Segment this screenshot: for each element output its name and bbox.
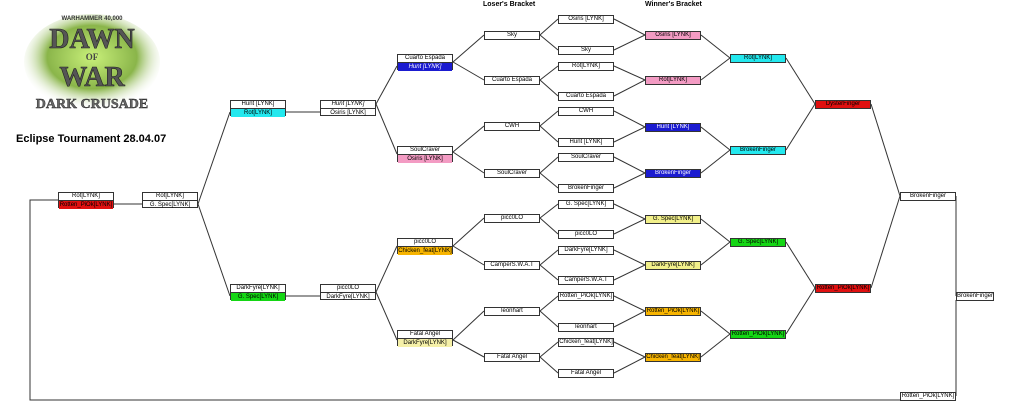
match-box: picc0LO DarkFyre[LYNK] [320,284,376,300]
player-slot: DarkFyre[LYNK] [231,285,285,293]
player-slot: Hunt [LYNK] [398,63,452,71]
player-slot: Hunt [LYNK] [231,101,285,109]
player-slot: Rot[LYNK] [143,193,197,201]
player-slot: picc0LO [321,285,375,293]
player-slot: Rotten_PiOk[LYNK] [59,201,113,209]
player-slot: SoulCraver [484,169,540,178]
svg-text:DAWN: DAWN [49,24,135,55]
player-slot: Osiris [LYNK] [645,31,701,40]
player-slot: G. Spec[LYNK] [231,293,285,301]
player-slot: Rotten_PiOk[LYNK] [558,292,614,301]
player-slot: Cuarto Espada [398,55,452,63]
player-slot: Cuarto Espada [484,76,540,85]
logo-graphic: WARHAMMER 40,000 DAWN OF WAR DARK CRUSAD… [24,14,160,112]
winners-bracket-header: Winner's Bracket [645,1,702,8]
player-slot: CamperS.W.A.T [558,276,614,285]
svg-text:OF: OF [86,52,99,62]
player-slot: DarkFyre[LYNK] [326,294,370,300]
player-slot: Rotten_PiOk[LYNK] [815,284,871,293]
player-slot: picc0LO [484,214,540,223]
match-box: Rot[LYNK] G. Spec[LYNK] [142,192,198,208]
player-slot: Rotten_PiOk[LYNK] [645,307,701,316]
player-slot: Hunt [LYNK] [321,101,375,109]
player-slot: DysterFinger [815,100,871,109]
player-slot: Chicken_feat[LYNK] [645,353,701,362]
match-box: DarkFyre[LYNK] G. Spec[LYNK] [230,284,286,301]
player-slot: BrokenFinger [730,146,786,155]
match-box: Cuarto Espada Hunt [LYNK] [397,54,453,71]
player-slot: BrokenFinger [900,192,956,201]
player-slot: G. Spec[LYNK] [645,215,701,224]
match-box: SoulCraver Osiris [LYNK] [397,146,453,163]
player-slot: CamperS.W.A.T [484,261,540,270]
losers-bracket-header: Loser's Bracket [483,1,536,8]
player-slot: SoulCraver [398,147,452,155]
player-slot: Rot[LYNK] [730,54,786,63]
player-slot: G. Spec[LYNK] [558,200,614,209]
game-logo: WARHAMMER 40,000 DAWN OF WAR DARK CRUSAD… [20,10,170,120]
player-slot: picc0LO [558,230,614,239]
match-box: picc0LO Chicken_feat[LYNK] [397,238,453,255]
player-slot: SoulCraver [558,153,614,162]
player-slot: Hunt [LYNK] [558,138,614,147]
player-slot: Chicken_feat[LYNK] [398,247,452,255]
player-slot: DarkFyre[LYNK] [398,339,452,347]
player-slot: DarkFyre[LYNK] [558,246,614,255]
player-slot: Fatal Angel [558,369,614,378]
match-box: Fatal Angel DarkFyre[LYNK] [397,330,453,347]
player-slot: leonhart [558,323,614,332]
svg-text:WARHAMMER 40,000: WARHAMMER 40,000 [61,16,123,22]
match-box: Hunt [LYNK] Rot[LYNK] [230,100,286,117]
player-slot: G. Spec[LYNK] [149,202,191,208]
match-grand-final: Rot[LYNK] Rotten_PiOk[LYNK] [58,192,114,209]
player-slot: Rot[LYNK] [59,193,113,201]
player-slot: Rotten_PiOk[LYNK] [900,392,956,401]
player-slot: Sky [484,31,540,40]
player-slot: Rotten_PiOk[LYNK] [730,330,786,339]
player-slot: G. Spec[LYNK] [730,238,786,247]
player-slot: Hunt [LYNK] [645,123,701,132]
match-box: Hunt [LYNK] Osiris [LYNK] [320,100,376,116]
player-slot: Osiris [LYNK] [558,15,614,24]
player-slot: BrokenFinger [645,169,701,178]
player-slot: leonhart [484,307,540,316]
player-slot: Fatal Angel [398,331,452,339]
player-slot: Cuarto Espada [558,92,614,101]
player-slot: Osiris [LYNK] [398,155,452,163]
svg-text:DARK CRUSADE: DARK CRUSADE [36,97,148,112]
player-slot: Fatal Angel [484,353,540,362]
svg-text:WAR: WAR [59,62,125,93]
player-slot: Rot[LYNK] [231,109,285,117]
player-slot: Sky [558,46,614,55]
player-slot: BrokenFinger [558,184,614,193]
player-slot: DarkFyre[LYNK] [645,261,701,270]
player-slot: Rot[LYNK] [645,76,701,85]
player-slot: Osiris [LYNK] [330,110,366,116]
player-slot: Chicken_feat[LYNK] [558,338,614,347]
page-title: Eclipse Tournament 28.04.07 [16,133,167,145]
player-slot: picc0LO [398,239,452,247]
player-slot: CWH [484,122,540,131]
player-slot: Rot[LYNK] [558,62,614,71]
player-slot: CWH [558,107,614,116]
champion-slot: BrokenFinger [956,292,994,301]
